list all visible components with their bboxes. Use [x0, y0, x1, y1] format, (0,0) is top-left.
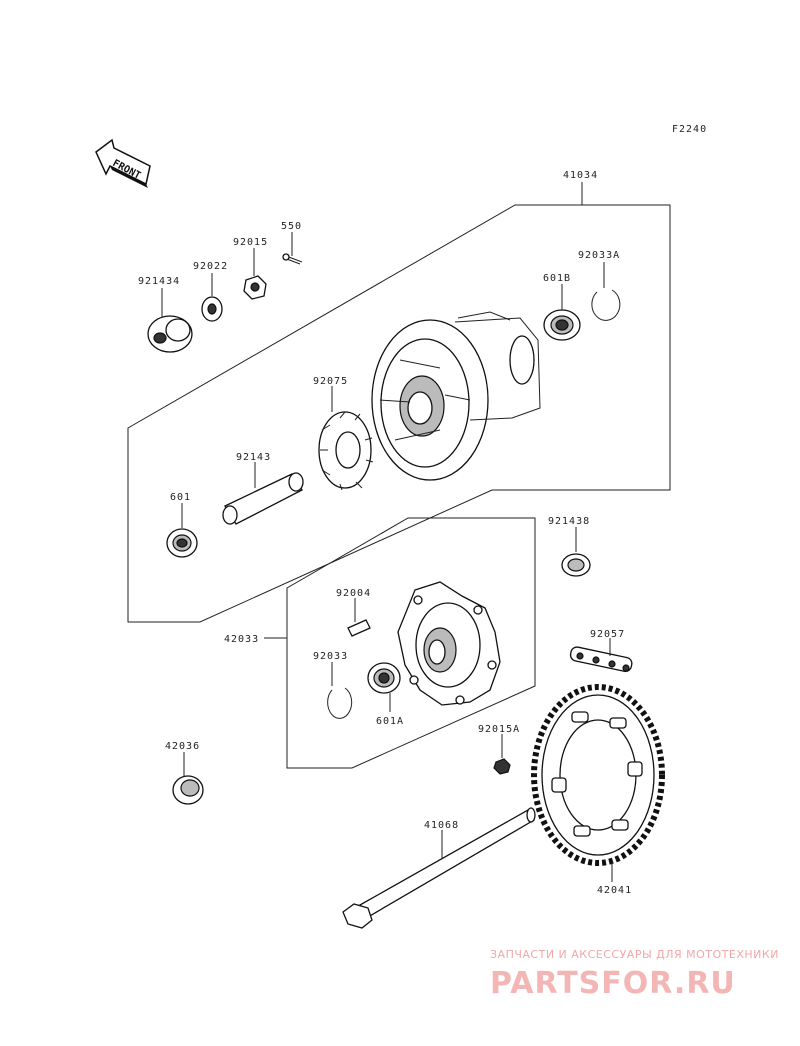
cotter-pin-550: [282, 253, 303, 265]
circlip-92033a: [591, 289, 621, 321]
washer-92022: [201, 296, 223, 322]
chain-92057: [569, 646, 633, 673]
label-92057: 92057: [590, 629, 625, 640]
front-arrow-icon: FRONT: [95, 138, 151, 188]
label-921434: 921434: [138, 276, 180, 287]
label-921438: 921438: [548, 516, 590, 527]
rear-sprocket-42041: [531, 684, 665, 866]
nut-92015a: [493, 758, 511, 775]
label-92022: 92022: [193, 261, 228, 272]
hub-assembly-outline: [127, 204, 671, 623]
watermark-brand: PARTSFOR.RU: [490, 966, 736, 1001]
sprocket-coupling: [397, 581, 501, 706]
watermark-subtitle: ЗАПЧАСТИ И АКСЕССУАРЫ ДЛЯ МОТОТЕХНИКИ: [490, 948, 779, 961]
coupling-assembly-outline: [286, 517, 536, 769]
damper-92075: [318, 411, 374, 491]
label-92004: 92004: [336, 588, 371, 599]
collar-42036: [172, 775, 204, 805]
label-92143: 92143: [236, 452, 271, 463]
label-42041: 42041: [597, 885, 632, 896]
rear-hub: [371, 311, 541, 481]
label-41068: 41068: [424, 820, 459, 831]
label-601: 601: [170, 492, 191, 503]
label-550: 550: [281, 221, 302, 232]
collar-921434: [147, 315, 193, 353]
label-92015: 92015: [233, 237, 268, 248]
stud-92004: [347, 619, 371, 637]
figure-code: F2240: [672, 124, 707, 135]
label-92033: 92033: [313, 651, 348, 662]
bearing-601a: [367, 662, 401, 694]
spacer-tube-92143: [222, 472, 304, 525]
bearing-601: [166, 528, 198, 558]
label-42033: 42033: [224, 634, 259, 645]
axle-41068: [342, 807, 536, 929]
collar-921438: [561, 553, 591, 577]
bearing-601b: [543, 309, 581, 341]
circlip-92033: [327, 687, 353, 719]
label-41034: 41034: [563, 170, 598, 181]
label-92015a: 92015A: [478, 724, 520, 735]
label-42036: 42036: [165, 741, 200, 752]
label-601a: 601A: [376, 716, 404, 727]
label-601b: 601B: [543, 273, 571, 284]
label-92075: 92075: [313, 376, 348, 387]
nut-92015: [243, 275, 267, 300]
label-92033a: 92033A: [578, 250, 620, 261]
